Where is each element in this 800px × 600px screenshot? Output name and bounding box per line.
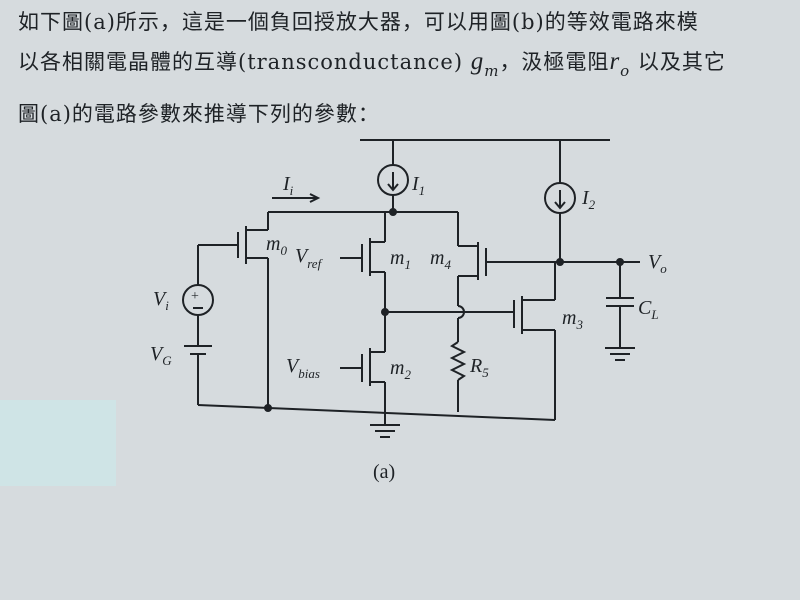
paragraph-line-3: 圖(a)的電路參數來推導下列的參數：: [18, 102, 380, 126]
paragraph-line-2: 以各相關電晶體的互導(transconductance) gm，汲極電阻ro 以…: [18, 46, 726, 80]
label-vi: Vi: [153, 288, 169, 313]
label-cl: CL: [638, 297, 659, 322]
svg-text:+: +: [191, 289, 199, 304]
label-m1: m1: [390, 247, 411, 272]
label-vg: VG: [150, 343, 172, 368]
paragraph-line-1: 如下圖(a)所示，這是一個負回授放大器，可以用圖(b)的等效電路來模: [18, 10, 699, 34]
label-vbias: Vbias: [286, 355, 320, 381]
label-vo: Vo: [648, 251, 667, 276]
label-m4: m4: [430, 247, 451, 272]
label-m2: m2: [390, 357, 411, 382]
gm-symbol: g: [470, 48, 485, 75]
label-m0: m0: [266, 233, 287, 258]
label-r5: R5: [469, 355, 489, 380]
label-ii: Ii: [282, 173, 294, 198]
label-i1: I1: [411, 173, 425, 198]
line2-text-a: 以各相關電晶體的互導(transconductance): [18, 50, 464, 74]
gm-subscript: m: [484, 62, 500, 80]
ro-symbol: r: [609, 48, 621, 75]
figure-caption: (a): [373, 461, 395, 483]
line2-text-c: 以及其它: [630, 50, 726, 74]
ro-subscript: o: [620, 62, 631, 80]
ground-rail: [197, 404, 556, 421]
highlight-block: [0, 400, 116, 486]
label-m3: m3: [562, 307, 583, 332]
label-vref: Vref: [295, 245, 324, 271]
resistor-r5: [449, 341, 467, 381]
label-i2: I2: [581, 187, 596, 212]
line2-text-b: ，汲極電阻: [499, 50, 610, 74]
